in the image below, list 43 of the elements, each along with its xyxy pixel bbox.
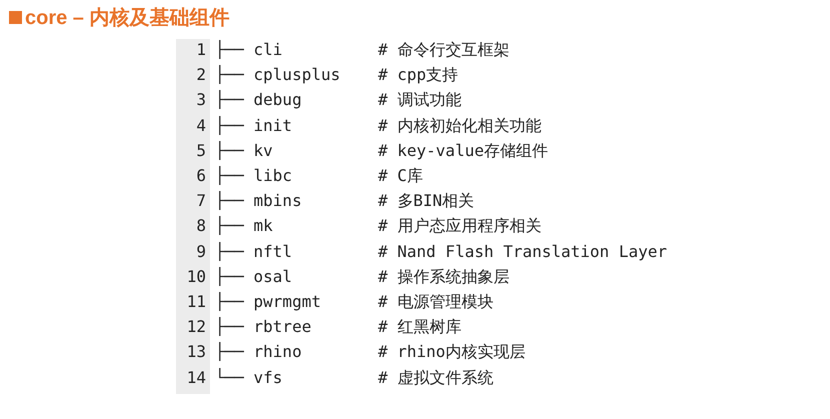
line-number: 14 — [186, 368, 206, 388]
line-number: 11 — [186, 292, 206, 312]
tree-entry: ├── cplusplus — [215, 65, 340, 86]
code-comment: # 命令行交互框架 — [378, 40, 510, 60]
line-number: 3 — [196, 90, 206, 110]
tree-entry: ├── nftl — [215, 242, 292, 262]
tree-entry: ├── kv — [215, 140, 273, 161]
line-number: 1 — [196, 40, 206, 60]
slide-title: core – 内核及基础组件 — [25, 6, 230, 31]
tree-entry: ├── rbtree — [215, 317, 312, 338]
tree-entry: ├── init — [215, 116, 292, 136]
tree-entry: ├── mk — [215, 216, 273, 236]
code-comment: # 内核初始化相关功能 — [378, 116, 542, 136]
line-number: 13 — [186, 342, 206, 362]
code-comment: # key-value存储组件 — [378, 140, 548, 161]
tree-entry: ├── osal — [215, 266, 292, 287]
code-comment: # 电源管理模块 — [378, 292, 494, 312]
line-number: 8 — [196, 216, 206, 236]
code-comment: # 调试功能 — [378, 90, 462, 110]
line-number: 4 — [196, 116, 206, 136]
code-comment: # 用户态应用程序相关 — [378, 216, 542, 236]
line-number: 12 — [186, 317, 206, 338]
line-number: 7 — [196, 191, 206, 212]
line-number: 6 — [196, 166, 206, 186]
line-number: 10 — [186, 266, 206, 287]
tree-entry: └── vfs — [215, 368, 282, 388]
tree-entry: ├── cli — [215, 40, 282, 60]
code-comment: # rhino内核实现层 — [378, 342, 526, 362]
code-comment: # 虚拟文件系统 — [378, 368, 494, 388]
tree-entry: ├── pwrmgmt — [215, 292, 321, 312]
line-number: 9 — [196, 242, 206, 262]
code-comment: # Nand Flash Translation Layer — [378, 242, 667, 262]
tree-entry: ├── rhino — [215, 342, 302, 362]
code-comment: # 红黑树库 — [378, 317, 462, 338]
code-comment: # 多BIN相关 — [378, 191, 474, 212]
line-number: 2 — [196, 65, 206, 86]
line-number: 5 — [196, 140, 206, 161]
tree-entry: ├── debug — [215, 90, 302, 110]
code-comment: # 操作系统抽象层 — [378, 266, 510, 287]
code-comment: # cpp支持 — [378, 65, 458, 86]
tree-entry: ├── libc — [215, 166, 292, 186]
code-comment: # C库 — [378, 166, 423, 186]
tree-entry: ├── mbins — [215, 191, 302, 212]
